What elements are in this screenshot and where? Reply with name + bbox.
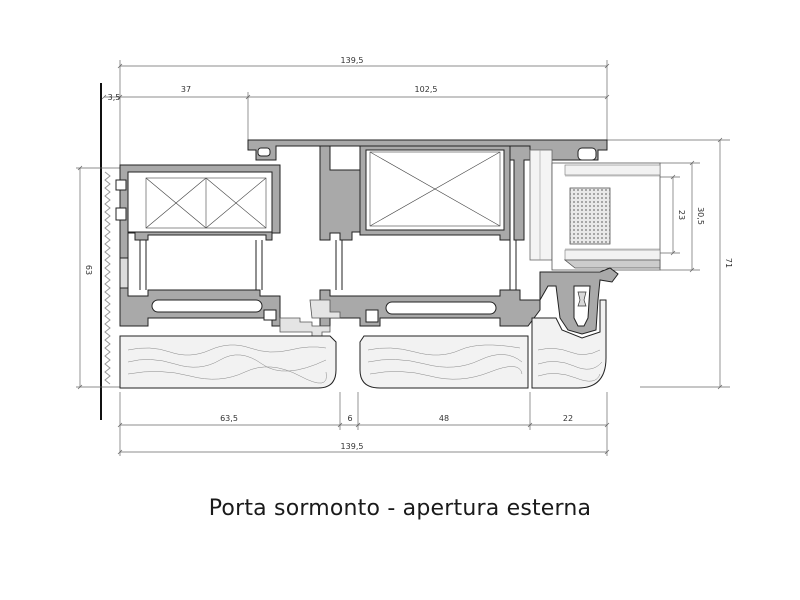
- central-bottom-rail: [319, 240, 541, 327]
- dim-bottom-a: 63,5: [220, 414, 238, 423]
- dim-left-height: 63: [84, 265, 93, 275]
- wood-left: [119, 335, 337, 389]
- dim-bottom-gap: 6: [347, 414, 352, 423]
- central-glass-panel: [369, 151, 501, 227]
- central-frame-profile: [247, 139, 608, 241]
- dim-top-left: 3,5: [108, 93, 121, 102]
- wall: [100, 83, 111, 420]
- left-glass-panel: [145, 177, 267, 229]
- wood-center: [359, 335, 529, 389]
- dim-glass-outer: 30,5: [696, 207, 705, 225]
- bottom-dimensions: [117, 392, 610, 456]
- dim-bottom-total: 139,5: [341, 442, 364, 451]
- dim-bottom-c: 22: [563, 414, 573, 423]
- right-dimensions: [607, 137, 730, 390]
- dim-right-height: 71: [724, 258, 733, 268]
- wood-right: [531, 299, 607, 389]
- dim-bottom-b: 48: [439, 414, 449, 423]
- right-sill-profile: [539, 267, 619, 335]
- left-frame-profile: [115, 164, 281, 327]
- right-glass-unit: [529, 149, 661, 271]
- dim-glass-inner: 23: [677, 210, 686, 220]
- dim-top-right: 102,5: [415, 85, 438, 94]
- drawing-caption: Porta sormonto - apertura esterna: [208, 496, 592, 521]
- left-dimension: [76, 165, 120, 390]
- dim-top-total: 139,5: [341, 56, 364, 65]
- dim-top-mid: 37: [181, 85, 191, 94]
- top-dimensions: [101, 60, 610, 172]
